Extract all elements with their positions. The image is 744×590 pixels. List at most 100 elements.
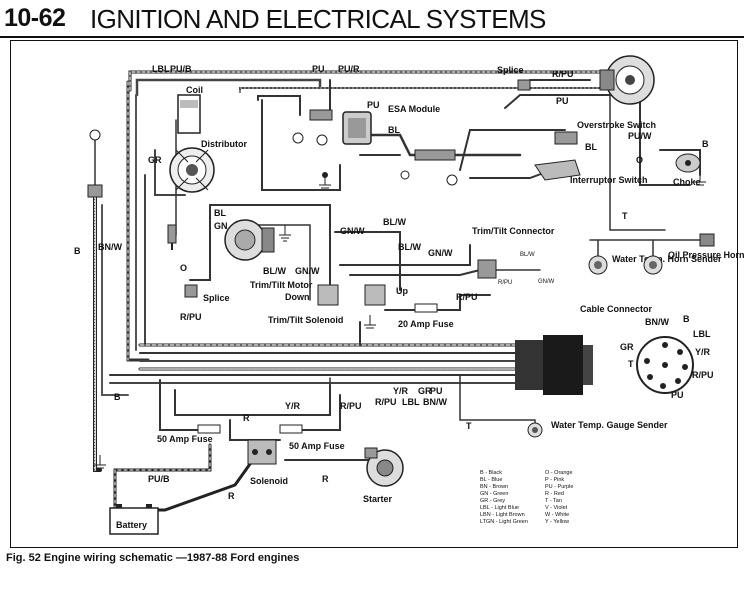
starter-label: Starter bbox=[363, 494, 393, 504]
wire-label: B bbox=[74, 246, 81, 256]
key-entry: T - Tan bbox=[545, 498, 562, 504]
battery-component: Battery bbox=[109, 504, 159, 535]
trim-motor-label: Trim/Tilt Motor bbox=[250, 280, 313, 290]
starter-component: Starter bbox=[363, 447, 404, 504]
esa-label: ESA Module bbox=[388, 104, 440, 114]
wire-label: B bbox=[114, 392, 121, 402]
diagram-frame bbox=[10, 40, 738, 548]
choke-label: Choke bbox=[673, 177, 701, 187]
wire-label: R/PU bbox=[498, 280, 512, 286]
spark-plug-icon bbox=[167, 224, 177, 250]
key-entry: BL - Blue bbox=[480, 477, 502, 483]
key-entry: LBL - Light Blue bbox=[480, 505, 519, 511]
page-header: 10-62 IGNITION AND ELECTRICAL SYSTEMS bbox=[0, 0, 744, 36]
wire-label: PU bbox=[312, 64, 325, 74]
pin-label: B bbox=[683, 314, 690, 324]
wire-label: BL bbox=[214, 208, 226, 218]
water-temp-gauge-sender: Water Temp. Gauge Sender bbox=[527, 420, 668, 438]
pin-label: LBL bbox=[693, 329, 711, 339]
pin-label: R/PU bbox=[692, 370, 714, 380]
amp20-label: 20 Amp Fuse bbox=[398, 319, 454, 329]
down-label: Down bbox=[285, 292, 310, 302]
amp50-right-label: 50 Amp Fuse bbox=[289, 441, 345, 451]
solenoid-component: Solenoid bbox=[247, 439, 288, 486]
distributor-component: Distributor bbox=[169, 139, 247, 193]
wire-label: T bbox=[466, 421, 472, 431]
key-entry: P - Pink bbox=[545, 477, 564, 483]
key-entry: Y - Yellow bbox=[545, 519, 569, 525]
splice-left: Splice bbox=[184, 284, 230, 303]
key-entry: LTGN - Light Green bbox=[480, 519, 528, 525]
top-harness-wires bbox=[128, 70, 602, 116]
wire-label: T bbox=[622, 211, 628, 221]
wire-label: BN/W bbox=[98, 242, 122, 252]
wire-label: GN/W bbox=[538, 279, 555, 285]
main-harness-wires bbox=[109, 343, 517, 391]
water-horn-label: Water Temp. Horn Sender bbox=[612, 254, 722, 264]
wire-label: PU bbox=[367, 100, 380, 110]
splice-top: Splice bbox=[497, 65, 531, 91]
ground-symbols bbox=[94, 175, 706, 469]
page-title: IGNITION AND ELECTRICAL SYSTEMS bbox=[90, 4, 546, 34]
wire-label: GR bbox=[148, 155, 162, 165]
wire-label: O bbox=[636, 155, 643, 165]
bundle-label: R/PU bbox=[375, 397, 397, 407]
interruptor-label: Interruptor Switch bbox=[570, 175, 648, 185]
wire-label: O bbox=[180, 263, 187, 273]
figure-caption: Fig. 52 Engine wiring schematic —1987-88… bbox=[6, 552, 300, 564]
bundle-label: PU bbox=[430, 386, 443, 396]
cable-connector-label: Cable Connector bbox=[580, 304, 653, 314]
wire-label: BL/W bbox=[383, 217, 406, 227]
splice-left-label: Splice bbox=[203, 293, 230, 303]
page-number: 10-62 bbox=[4, 4, 66, 32]
distributor-label: Distributor bbox=[201, 139, 247, 149]
cable-pin-labels: BN/W B LBL GR Y/R T R/PU PU bbox=[620, 314, 714, 400]
bundle-label: LBL bbox=[402, 397, 420, 407]
amp50-fuse-left: 50 Amp Fuse bbox=[157, 424, 221, 444]
battery-ground-wire bbox=[93, 139, 129, 472]
wire-label: BL/W bbox=[263, 266, 286, 276]
trim-solenoid-label: Trim/Tilt Solenoid bbox=[268, 315, 343, 325]
wire-label: PU bbox=[556, 96, 569, 106]
color-key: B - Black BL - Blue BN - Brown GN - Gree… bbox=[480, 470, 573, 525]
pin-label: T bbox=[628, 359, 634, 369]
wire-label: Y/R bbox=[285, 401, 301, 411]
wire-label: GN/W bbox=[340, 226, 365, 236]
bundle-label: GR bbox=[418, 386, 432, 396]
trim-tilt-motor: Trim/Tilt Motor bbox=[224, 219, 313, 290]
bundle-label: BN/W bbox=[423, 397, 447, 407]
trim-wires bbox=[189, 204, 701, 346]
solenoid-label: Solenoid bbox=[250, 476, 288, 486]
wire-label: BL/W bbox=[520, 252, 535, 258]
key-entry: GN - Green bbox=[480, 491, 508, 497]
left-connector bbox=[87, 129, 103, 198]
key-entry: W - White bbox=[545, 512, 569, 518]
left-trunk-wires bbox=[126, 80, 186, 362]
amp50-left-label: 50 Amp Fuse bbox=[157, 434, 213, 444]
header-rule bbox=[0, 36, 744, 38]
key-entry: GR - Grey bbox=[480, 498, 505, 504]
amp50-fuse-right: 50 Amp Fuse bbox=[279, 424, 345, 451]
trim-tilt-solenoid: Trim/Tilt Solenoid bbox=[268, 284, 386, 325]
pin-label: BN/W bbox=[645, 317, 669, 327]
wire-label: BL/W bbox=[398, 242, 421, 252]
key-entry: B - Black bbox=[480, 470, 502, 476]
wire-label-group: LBL PU/B PU PU/R R/PU PU PU BL BL PU/W O… bbox=[74, 64, 709, 501]
pin-label: PU bbox=[671, 390, 684, 400]
wire-label: R bbox=[243, 413, 250, 423]
wire-label: LBL bbox=[152, 64, 170, 74]
wire-label: PU/R bbox=[338, 64, 360, 74]
wire-label: BL bbox=[388, 125, 400, 135]
wire-label: R/PU bbox=[552, 69, 574, 79]
coil-component: Coil bbox=[177, 85, 203, 134]
wire-label: R bbox=[322, 474, 329, 484]
wire-label: R/PU bbox=[340, 401, 362, 411]
bundle-label: Y/R bbox=[393, 386, 409, 396]
wire-label: GN/W bbox=[295, 266, 320, 276]
gauge-sender-label: Water Temp. Gauge Sender bbox=[551, 420, 668, 430]
key-entry: V - Violet bbox=[545, 505, 568, 511]
wire-label: R bbox=[228, 491, 235, 501]
choke-component: Choke bbox=[673, 153, 701, 187]
splice-top-label: Splice bbox=[497, 65, 524, 75]
